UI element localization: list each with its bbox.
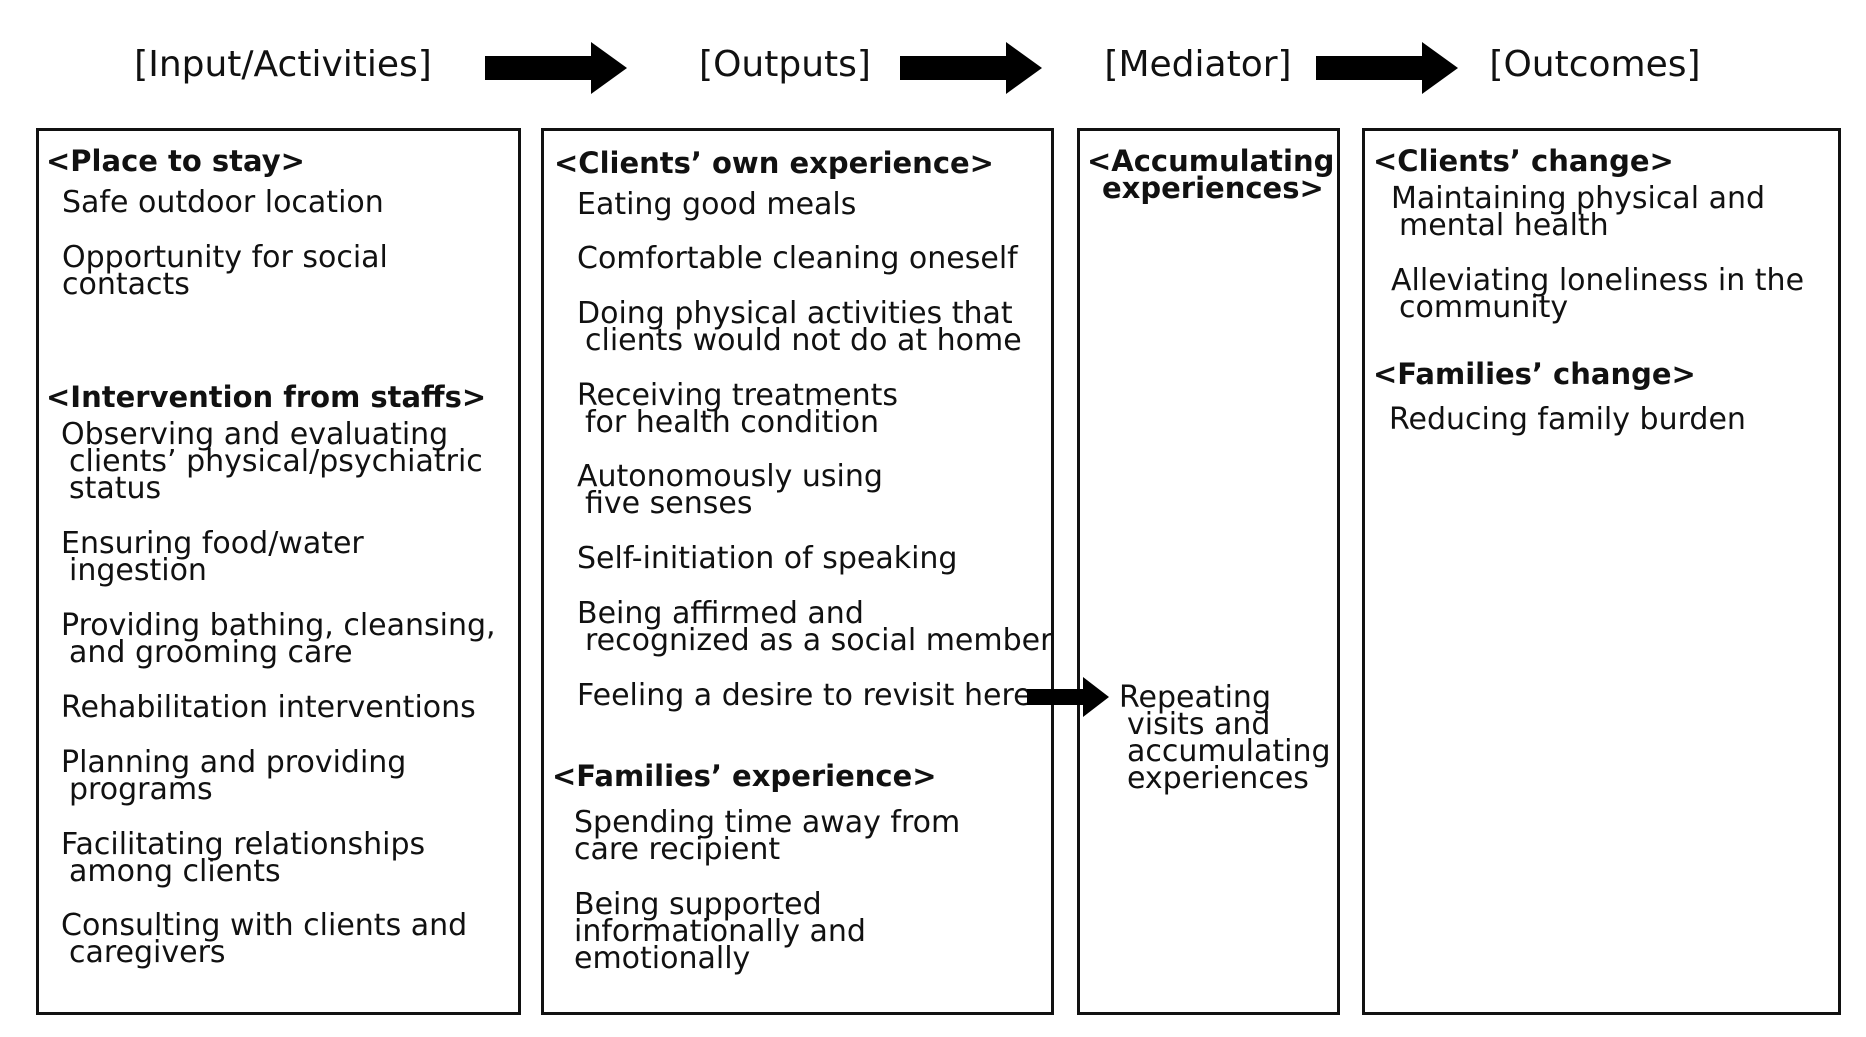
header-outputs: [Outputs] <box>699 44 871 85</box>
list-item: Autonomously using <box>577 459 883 494</box>
flow-arrow-icon <box>485 42 627 94</box>
list-item: Observing and evaluating <box>61 417 449 452</box>
list-item: Self-initiation of speaking <box>577 541 958 576</box>
list-item: care recipient <box>574 832 781 867</box>
outputs-box <box>541 128 1054 1015</box>
list-item: recognized as a social member <box>585 623 1053 658</box>
list-item: Alleviating loneliness in the <box>1391 263 1805 298</box>
list-item: Doing physical activities that <box>577 296 1013 331</box>
flow-arrow-icon <box>900 42 1042 94</box>
outcomes-box <box>1362 128 1841 1015</box>
list-item: five senses <box>585 486 753 521</box>
families-experience-heading: <Families’ experience> <box>552 759 937 793</box>
list-item: Being affirmed and <box>577 596 864 631</box>
flow-arrow-icon <box>1316 42 1458 94</box>
accumulating-experiences-heading: <Accumulating <box>1087 144 1335 178</box>
list-item: mental health <box>1399 208 1609 243</box>
list-item: clients’ physical/psychiatric <box>69 444 483 479</box>
mediator-box <box>1077 128 1340 1015</box>
accumulating-experiences-heading: experiences> <box>1102 171 1324 205</box>
header-input-activities: [Input/Activities] <box>134 44 432 85</box>
list-item: Repeating <box>1119 680 1271 715</box>
list-item: informationally and <box>574 914 866 949</box>
intervention-from-staffs-heading: <Intervention from staffs> <box>46 380 487 414</box>
list-item: Consulting with clients and <box>61 908 468 943</box>
list-item: Ensuring food/water <box>61 526 364 561</box>
list-item: Reducing family burden <box>1389 402 1746 437</box>
list-item: and grooming care <box>69 635 353 670</box>
list-item: emotionally <box>574 941 751 976</box>
families-change-heading: <Families’ change> <box>1373 357 1696 391</box>
header-outcomes: [Outcomes] <box>1489 44 1701 85</box>
list-item: Opportunity for social <box>62 240 388 275</box>
list-item: Providing bathing, cleansing, <box>61 608 496 643</box>
list-item: programs <box>69 772 213 807</box>
list-item: Being supported <box>574 887 822 922</box>
list-item: Receiving treatments <box>577 378 899 413</box>
clients-own-experience-heading: <Clients’ own experience> <box>554 146 994 180</box>
list-item: contacts <box>62 267 190 302</box>
list-item: Safe outdoor location <box>62 185 384 220</box>
clients-change-heading: <Clients’ change> <box>1373 144 1674 178</box>
list-item: ingestion <box>69 553 207 588</box>
list-item: Feeling a desire to revisit here <box>577 678 1032 713</box>
place-to-stay-heading: <Place to stay> <box>46 144 305 178</box>
list-item: caregivers <box>69 935 226 970</box>
list-item: Rehabilitation interventions <box>61 690 476 725</box>
list-item: accumulating <box>1127 734 1331 769</box>
list-item: Facilitating relationships <box>61 827 426 862</box>
list-item: community <box>1399 290 1569 325</box>
list-item: Planning and providing <box>61 745 407 780</box>
list-item: experiences <box>1127 761 1309 796</box>
flow-arrow-icon <box>1027 677 1109 717</box>
list-item: visits and <box>1127 707 1271 742</box>
list-item: Eating good meals <box>577 187 857 222</box>
list-item: status <box>69 471 162 506</box>
list-item: Spending time away from <box>574 805 961 840</box>
list-item: for health condition <box>585 405 879 440</box>
input-activities-box <box>36 128 521 1015</box>
list-item: Comfortable cleaning oneself <box>577 241 1018 276</box>
list-item: Maintaining physical and <box>1391 181 1766 216</box>
list-item: clients would not do at home <box>585 323 1022 358</box>
header-mediator: [Mediator] <box>1104 44 1292 85</box>
list-item: among clients <box>69 854 281 889</box>
